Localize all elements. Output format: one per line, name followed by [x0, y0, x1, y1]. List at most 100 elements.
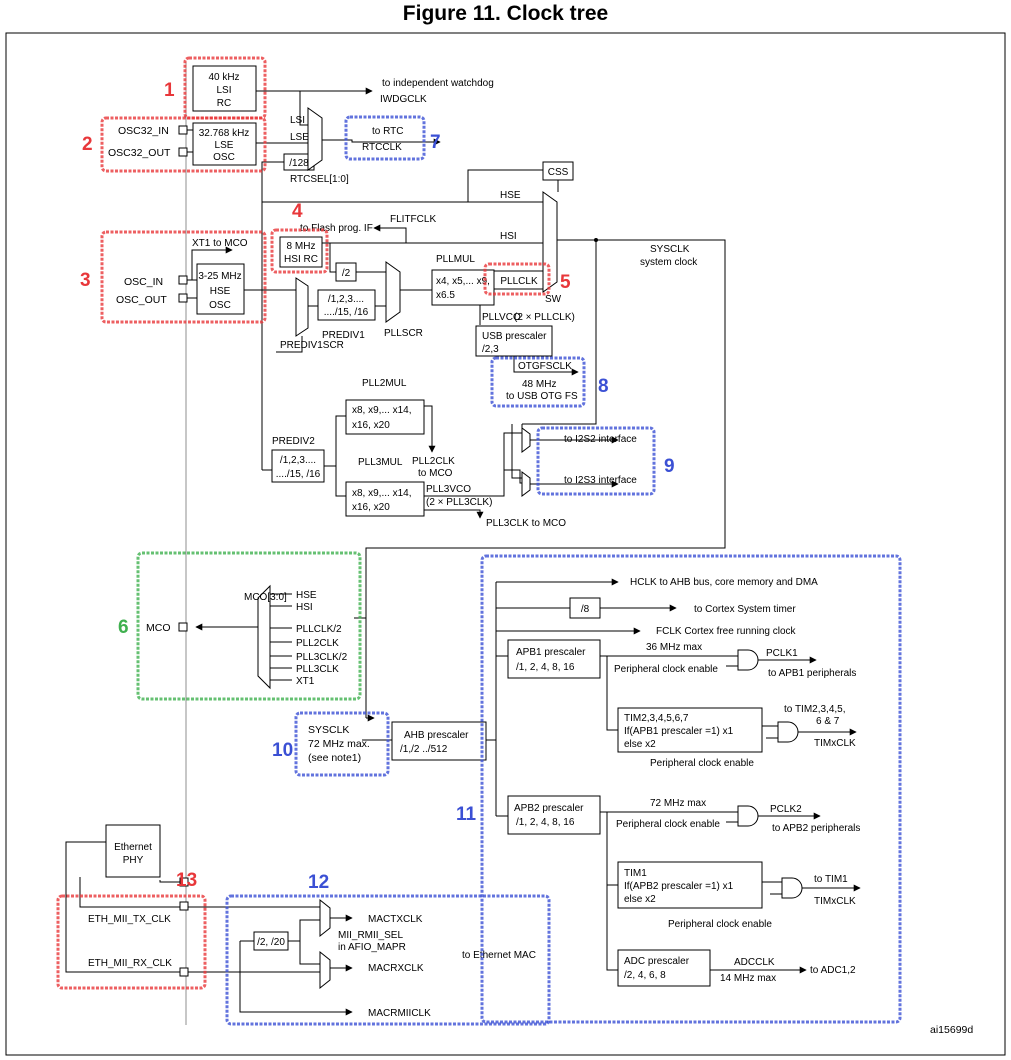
timxclk2-label: TIMxCLK: [814, 896, 856, 907]
lsi-line-2: LSI: [216, 85, 231, 96]
to-usb-otg-label: to USB OTG FS: [506, 391, 578, 402]
pllclk-text: PLLCLK: [500, 276, 538, 287]
lse-line-3: OSC: [213, 152, 235, 163]
pll2clk-arrow: [424, 405, 436, 453]
osc32-in-pin: [178, 125, 188, 135]
zone-5-pllclk: [483, 262, 551, 296]
mco-pin: [178, 622, 188, 632]
apb2-and-gate: [737, 805, 759, 827]
zone-number-11: 11: [456, 804, 477, 825]
osc32-in-label: OSC32_IN: [118, 125, 169, 137]
prediv1-block: [317, 289, 376, 321]
hclk-label: HCLK to AHB bus, core memory and DMA: [630, 577, 818, 588]
prediv1-line-2: ..../15, /16: [324, 307, 369, 318]
timxclk-label: TIMxCLK: [814, 738, 856, 749]
otgfsclk-arrow: [513, 356, 579, 376]
pll3mul-block: [345, 481, 425, 517]
osc-out-label: OSC_OUT: [116, 294, 167, 306]
div2-text: /2: [342, 268, 351, 279]
div128-text: /128: [289, 158, 309, 169]
iwdgclk-label: IWDGCLK: [380, 94, 427, 105]
adc-max-label: 14 MHz max: [720, 973, 776, 984]
pll2mul-block: [345, 399, 425, 435]
pllmul-line-1: x4, x5,... x9,: [436, 276, 490, 287]
prediv1scr-label: PREDIV1SCR: [280, 340, 344, 351]
apb2-line-2: /1, 2, 4, 8, 16: [516, 817, 575, 828]
mco-label: MCO: [146, 622, 171, 634]
sysclk-box-line-1: SYSCLK: [308, 724, 349, 736]
to-apb2-label: to APB2 peripherals: [772, 823, 860, 834]
hse-label: HSE: [500, 190, 521, 201]
zone-number-12: 12: [308, 872, 329, 893]
apb2-prescaler-block: [507, 795, 601, 835]
pll2mul-line-2: x16, x20: [352, 420, 390, 431]
figure-frame: [5, 32, 1006, 1056]
mco-sel-label: MCO[3:0]: [244, 592, 287, 603]
eth-phy-line-1: Ethernet: [114, 842, 152, 853]
prediv2-line-1: /1,2,3....: [280, 455, 316, 466]
xt1-to-mco-arrow: [191, 246, 233, 280]
eth-tx-label: ETH_MII_TX_CLK: [88, 914, 171, 925]
rtcclk-arrow: [322, 138, 441, 146]
mco-input-label: PLLCLK/2: [296, 624, 342, 635]
pll2clk-to-mco-label: to MCO: [418, 468, 453, 479]
adc-line-1: ADC prescaler: [624, 956, 690, 967]
zone-number-10: 10: [272, 740, 293, 761]
to-tim2-label-2: 6 & 7: [816, 716, 840, 727]
usb-prescaler-line-2: /2,3: [482, 344, 499, 355]
i2s2-mux: [521, 427, 531, 453]
hse-line-3: OSC: [209, 300, 231, 311]
hse-line-1: 3-25 MHz: [198, 271, 241, 282]
sysclk-box-line-2: 72 MHz max.: [308, 738, 370, 750]
rmii-div-lines: [239, 919, 344, 1013]
pllscr-mux: [385, 261, 401, 323]
macrxclk-label: MACRXCLK: [368, 963, 424, 974]
apb1-prescaler-block: [507, 639, 601, 679]
pll3mul-label: PLL3MUL: [358, 457, 403, 468]
prediv1-line-1: /1,2,3....: [328, 294, 364, 305]
ethernet-phy-block: [105, 824, 161, 878]
tim1-and-gate: [781, 877, 803, 899]
zone-number-3: 3: [80, 270, 91, 291]
lsi-label: LSI: [290, 115, 305, 126]
mco-input-label: XT1: [296, 676, 315, 687]
hse-line-2: HSE: [210, 286, 231, 297]
hsi-rc-block: [279, 236, 323, 268]
apb1-line-1: APB1 prescaler: [516, 647, 586, 658]
zone-number-4: 4: [292, 201, 303, 222]
usb-48mhz-label: 48 MHz: [522, 379, 556, 390]
rtcsel-label: RTCSEL[1:0]: [290, 174, 349, 185]
pll3mul-line-1: x8, x9,... x14,: [352, 488, 411, 499]
prediv1scr-mux: [295, 277, 309, 337]
pllscr-label: PLLSCR: [384, 328, 423, 339]
hsi-line-2: HSI RC: [284, 254, 318, 265]
eth-rx-pin: [179, 967, 189, 977]
pce2-label: Peripheral clock enable: [650, 758, 754, 769]
mii-sel-line-1: MII_RMII_SEL: [338, 930, 403, 941]
tim2-line-1: TIM2,3,4,5,6,7: [624, 713, 689, 724]
mii-sel-line-2: in AFIO_MAPR: [338, 942, 406, 953]
to-adc-label: to ADC1,2: [810, 965, 856, 976]
i2s3-label: to I2S3 interface: [564, 475, 637, 486]
lse-pin-lines: [187, 129, 193, 153]
lse-line-1: 32.768 kHz: [199, 128, 250, 139]
sw-label: SW: [545, 294, 562, 305]
prediv1-label: PREDIV1: [322, 330, 365, 341]
ahb-prescaler-line-1: AHB prescaler: [404, 730, 469, 741]
to-iwdg-label: to independent watchdog: [382, 78, 494, 89]
hsi-label: HSI: [500, 231, 517, 242]
lsi-line-1: 40 kHz: [208, 72, 239, 83]
apb1-and-gate: [737, 649, 759, 671]
div8-block: [569, 597, 601, 619]
prediv2-out-lines: [324, 415, 346, 497]
zone-2-lse: [100, 116, 267, 173]
osc32-out-label: OSC32_OUT: [108, 147, 171, 159]
div2-20-text: /2, /20: [257, 937, 285, 948]
lsi-line-3: RC: [217, 98, 231, 109]
i2s-feed-lines: [511, 424, 523, 479]
sysclk-box-line-3: (see note1): [308, 752, 361, 764]
flitfclk-label: FLITFCLK: [390, 214, 436, 225]
pll3clk-to-mco-label: PLL3CLK to MCO: [486, 518, 566, 529]
